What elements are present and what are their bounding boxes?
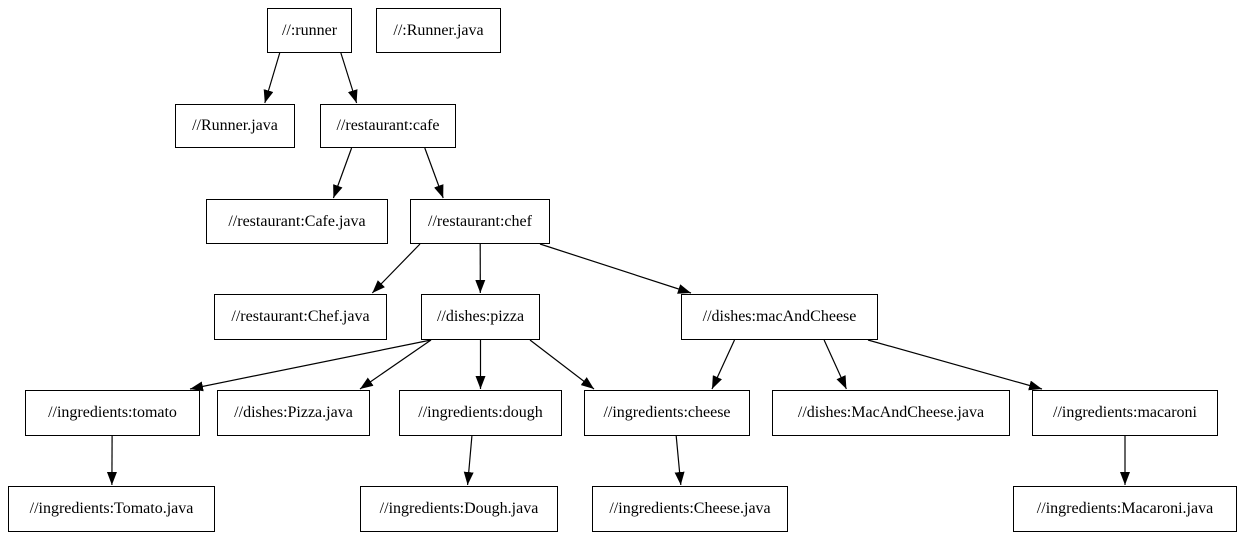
edge-cheese-to-cheese-java: [674, 435, 685, 486]
edge-pizza-to-pizza-java: [359, 339, 432, 390]
graph-node-mac-and-cheese: //dishes:macAndCheese: [681, 294, 878, 340]
graph-node-dough: //ingredients:dough: [399, 390, 562, 436]
edge-mac-and-cheese-to-mac-and-cheese-java: [823, 339, 847, 390]
graph-node-macaroni: //ingredients:macaroni: [1032, 390, 1218, 436]
edge-cafe-to-cafe-java: [332, 147, 353, 199]
edge-mac-and-cheese-to-cheese: [711, 339, 736, 390]
graph-node-cheese-java: //ingredients:Cheese.java: [592, 486, 788, 532]
edge-runner-to-cafe: [340, 52, 358, 104]
graph-node-tomato-java: //ingredients:Tomato.java: [8, 486, 215, 532]
graph-node-mac-and-cheese-java: //dishes:MacAndCheese.java: [772, 390, 1010, 436]
edge-runner-to-runner-java: [263, 52, 281, 104]
graph-node-runner: //:runner: [267, 8, 352, 53]
edge-dough-to-dough-java: [463, 435, 474, 486]
edge-pizza-to-tomato: [189, 339, 432, 392]
graph-node-runner-java-file: //:Runner.java: [376, 8, 501, 53]
edge-mac-and-cheese-to-macaroni: [867, 339, 1043, 391]
edge-chef-to-mac-and-cheese: [539, 243, 692, 294]
edge-pizza-to-cheese: [529, 339, 595, 390]
edge-chef-to-chef-java: [371, 243, 421, 294]
graph-node-cheese: //ingredients:cheese: [584, 390, 750, 436]
graph-node-macaroni-java: //ingredients:Macaroni.java: [1013, 486, 1237, 532]
graph-node-chef: //restaurant:chef: [410, 199, 550, 244]
graph-node-cafe: //restaurant:cafe: [320, 104, 456, 148]
graph-node-runner-java: //Runner.java: [175, 104, 295, 148]
graph-node-tomato: //ingredients:tomato: [25, 390, 200, 436]
graph-node-chef-java: //restaurant:Chef.java: [214, 294, 387, 340]
edge-cafe-to-chef: [424, 147, 444, 199]
graph-node-pizza-java: //dishes:Pizza.java: [217, 390, 370, 436]
graph-node-pizza: //dishes:pizza: [421, 294, 540, 340]
graph-node-dough-java: //ingredients:Dough.java: [360, 486, 558, 532]
graph-node-cafe-java: //restaurant:Cafe.java: [206, 199, 388, 244]
